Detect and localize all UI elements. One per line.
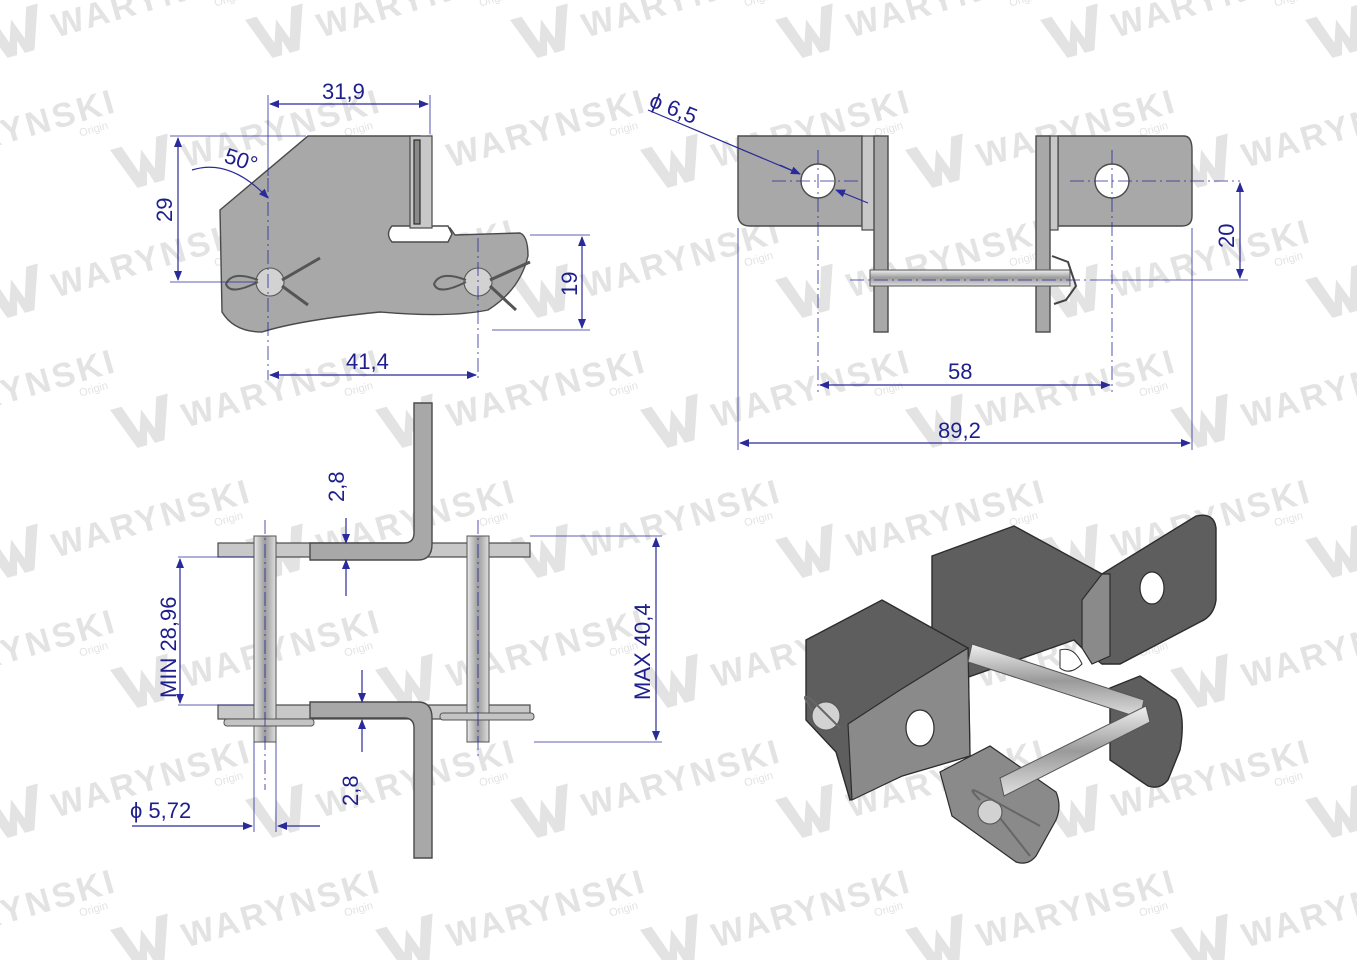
- dim-overall-width: 89,2: [938, 418, 981, 443]
- top-view: 2,8 2,8 MIN 28,96 MAX 40,4 ϕ 5,72: [130, 402, 662, 859]
- dim-hole-diameter: ϕ 6,5: [646, 87, 701, 129]
- watermark-brand: WARYNSKI: [1238, 342, 1357, 435]
- pin-left: [224, 256, 321, 307]
- dim-pin-diameter: ϕ 5,72: [130, 798, 191, 823]
- roller-pin: [869, 269, 1071, 287]
- dim-hole-height: 20: [1214, 224, 1239, 248]
- dim-pin-spacing: 41,4: [346, 349, 389, 374]
- right-roller-pin: [466, 535, 490, 743]
- watermark-sub: Origin: [1008, 0, 1040, 9]
- iso-front-hole: [905, 709, 935, 747]
- upper-attachment: [309, 402, 433, 561]
- dim-top-width: 31,9: [322, 79, 365, 104]
- dim-max-outer-width: MAX 40,4: [630, 603, 655, 700]
- lower-attachment: [309, 701, 433, 859]
- vertical-flange: [409, 135, 433, 229]
- iso-back-plate: [931, 514, 1217, 681]
- pin-clip: [1051, 255, 1078, 305]
- left-side-plate: [873, 135, 889, 333]
- iso-back-hole: [1139, 571, 1165, 605]
- watermark-sub: Origin: [743, 0, 775, 9]
- flange-edge: [413, 139, 421, 225]
- right-side-plate: [1035, 135, 1051, 333]
- watermark-brand: WARYNSKI: [1238, 602, 1357, 695]
- watermark-sub: Origin: [1273, 0, 1305, 9]
- iso-lower-pin: [999, 705, 1151, 797]
- dim-min-inner-width: MIN 28,96: [156, 597, 181, 699]
- left-cotter-pin: [223, 718, 315, 727]
- dim-thickness-top: 2,8: [324, 471, 349, 502]
- dim-thickness-bottom: 2,8: [338, 775, 363, 806]
- watermark-brand: WARYNSKI: [1238, 862, 1357, 955]
- dim-left-height: 29: [152, 198, 177, 222]
- left-roller-pin: [253, 535, 277, 743]
- right-cotter-pin: [439, 712, 535, 721]
- dim-right-height: 19: [557, 272, 582, 296]
- watermark-sub: Origin: [213, 0, 245, 9]
- watermark-sub: Origin: [478, 0, 510, 9]
- iso-slot: [1059, 648, 1083, 672]
- dim-hole-spacing: 58: [948, 359, 972, 384]
- isometric-view: [804, 514, 1217, 864]
- iso-clip-head-front: [811, 701, 841, 731]
- iso-back-bend: [1081, 573, 1111, 665]
- iso-clip-head-lower: [977, 799, 1003, 825]
- watermark-brand: WARYNSKI: [1238, 82, 1357, 175]
- front-view: ϕ 6,5 20 58 89,2: [646, 87, 1248, 450]
- slot-cutout: [387, 225, 453, 243]
